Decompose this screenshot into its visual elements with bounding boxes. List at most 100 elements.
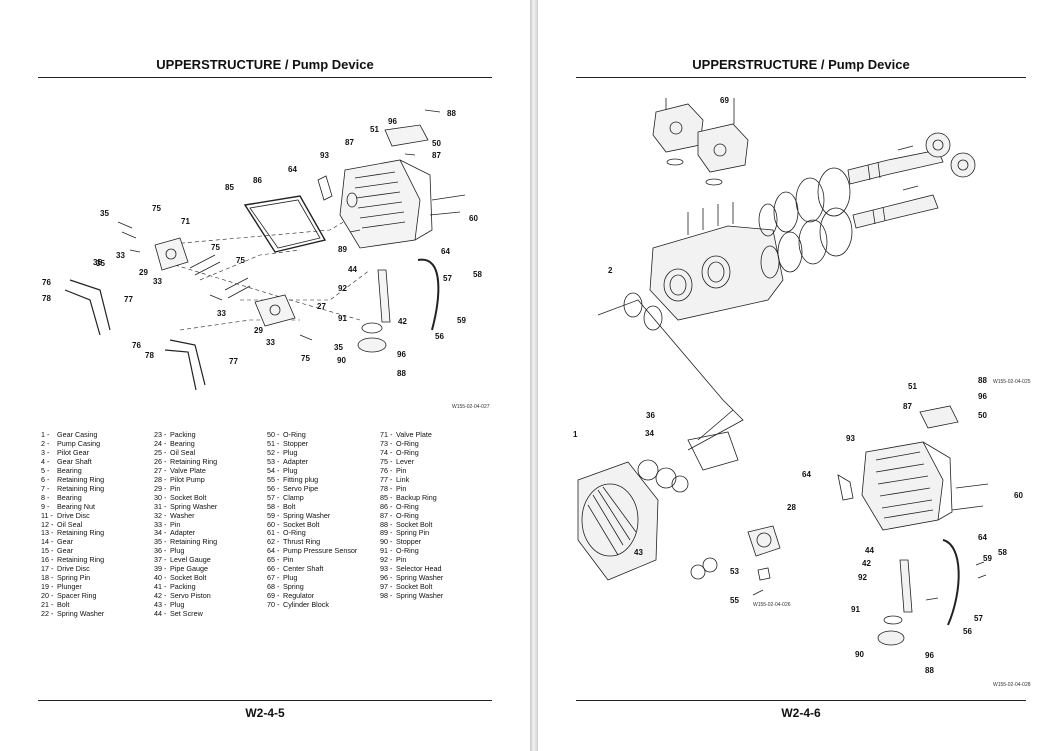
legend-item: 4 -Gear Shaft: [41, 456, 92, 466]
callout-label: 96: [388, 117, 397, 126]
legend-item: 28 -Pilot Pump: [154, 474, 205, 484]
callout-label: 93: [320, 151, 329, 160]
page-title: UPPERSTRUCTURE / Pump Device: [156, 57, 374, 72]
legend-item: 60 -Socket Bolt: [267, 519, 320, 529]
callout-label: 43: [634, 548, 643, 557]
callout-label: 88: [978, 376, 987, 385]
callout-label: 91: [338, 314, 347, 323]
legend-item: 51 -Stopper: [267, 438, 309, 448]
legend-item: 20 -Spacer Ring: [41, 591, 97, 601]
callout-label: 53: [730, 567, 739, 576]
legend-item: 33 -Pin: [154, 519, 181, 529]
legend-item: 70 -Cylinder Block: [267, 600, 329, 610]
header-rule: [576, 77, 1026, 78]
callout-label: 91: [851, 605, 860, 614]
callout-label: 92: [858, 573, 867, 582]
legend-item: 86 -O-Ring: [380, 501, 419, 511]
callout-label: 64: [802, 470, 811, 479]
legend-item: 19 -Plunger: [41, 582, 82, 592]
legend-item: 91 -O-Ring: [380, 546, 419, 556]
legend-item: 44 -Set Screw: [154, 609, 203, 619]
legend-item: 39 -Pipe Gauge: [154, 564, 208, 574]
legend-item: 78 -Pin: [380, 483, 407, 493]
footer-rule: [576, 700, 1026, 701]
legend-item: 90 -Stopper: [380, 537, 422, 547]
callout-label: 36: [646, 411, 655, 420]
legend-item: 7 -Retaining Ring: [41, 483, 105, 493]
callout-label: 87: [903, 402, 912, 411]
callout-label: 44: [865, 546, 874, 555]
legend-item: 67 -Plug: [267, 573, 298, 583]
legend-item: 55 -Fitting plug: [267, 474, 319, 484]
legend-item: 71 -Valve Plate: [380, 430, 432, 439]
callout-label: 64: [978, 533, 987, 542]
legend-item: 22 -Spring Washer: [41, 609, 105, 619]
callout-label: 35: [100, 209, 109, 218]
legend-item: 21 -Bolt: [41, 600, 70, 610]
callout-label: 75: [211, 243, 220, 252]
legend-item: 14 -Gear: [41, 537, 73, 547]
page-number: W2-4-6: [781, 706, 821, 720]
callout-label: 96: [397, 350, 406, 359]
page-right: UPPERSTRUCTURE / Pump Device: [538, 0, 1064, 751]
callout-label: 51: [908, 382, 917, 391]
legend-item: 52 -Plug: [267, 447, 298, 457]
legend-item: 89 -Spring Pin: [380, 528, 430, 538]
legend-item: 16 -Retaining Ring: [41, 555, 105, 565]
page-title: UPPERSTRUCTURE / Pump Device: [692, 57, 910, 72]
callout-label: 57: [443, 274, 452, 283]
legend-item: 98 -Spring Washer: [380, 591, 444, 601]
legend-item: 42 -Servo Piston: [154, 591, 211, 601]
legend-item: 87 -O-Ring: [380, 510, 419, 520]
legend-item: 75 -Lever: [380, 456, 414, 466]
legend-item: 50 -O-Ring: [267, 430, 306, 439]
callout-label: 89: [338, 245, 347, 254]
legend-item: 58 -Bolt: [267, 501, 296, 511]
callout-label: 1: [573, 430, 578, 439]
legend-column-3: 50 -O-Ring 51 -Stopper 52 -Plug 53 -Adap…: [267, 430, 380, 619]
callout-label: 35: [334, 343, 343, 352]
callout-label: 78: [145, 351, 154, 360]
callout-label: 34: [645, 429, 654, 438]
legend-column-1: 1 -Gear Casing 2 -Pump Casing 3 -Pilot G…: [41, 430, 154, 619]
legend-item: 97 -Socket Bolt: [380, 582, 433, 592]
callout-label: 77: [124, 295, 133, 304]
callout-label: 71: [181, 217, 190, 226]
callout-label: 55: [730, 596, 739, 605]
legend-item: 43 -Plug: [154, 600, 185, 610]
callout-label: 35: [96, 259, 105, 268]
page-left: UPPERSTRUCTURE / Pump Device: [0, 0, 530, 751]
callout-label: 29: [254, 326, 263, 335]
legend-item: 5 -Bearing: [41, 465, 82, 475]
legend-item: 15 -Gear: [41, 546, 73, 556]
legend-item: 85 -Backup Ring: [380, 492, 437, 502]
legend-item: 18 -Spring Pin: [41, 573, 91, 583]
legend-item: 25 -Oil Seal: [154, 447, 196, 457]
callout-label: 58: [473, 270, 482, 279]
legend-item: 27 -Valve Plate: [154, 465, 206, 475]
legend-column-4: 71 -Valve Plate 73 -O-Ring 74 -O-Ring 75…: [380, 430, 493, 619]
figure-id: W155-02-04-027: [452, 404, 490, 410]
callout-label: 85: [225, 183, 234, 192]
legend-item: 24 -Bearing: [154, 438, 195, 448]
legend-item: 68 -Spring: [267, 582, 304, 592]
legend-item: 37 -Level Gauge: [154, 555, 211, 565]
legend-item: 53 -Adapter: [267, 456, 309, 466]
callout-label: 56: [963, 627, 972, 636]
callout-label: 88: [925, 666, 934, 675]
callout-label: 76: [132, 341, 141, 350]
legend-item: 62 -Thrust Ring: [267, 537, 321, 547]
callout-label: 29: [139, 268, 148, 277]
callout-label: 64: [441, 247, 450, 256]
callout-label: 59: [457, 316, 466, 325]
callout-label: 2: [608, 266, 613, 275]
legend-item: 41 -Packing: [154, 582, 196, 592]
callout-label: 51: [370, 125, 379, 134]
legend-item: 36 -Plug: [154, 546, 185, 556]
legend-item: 12 -Oil Seal: [41, 519, 83, 529]
callout-label: 77: [229, 357, 238, 366]
callout-label: 78: [42, 294, 51, 303]
callout-label: 86: [253, 176, 262, 185]
callout-label: 90: [337, 356, 346, 365]
callout-label: 60: [1014, 491, 1023, 500]
